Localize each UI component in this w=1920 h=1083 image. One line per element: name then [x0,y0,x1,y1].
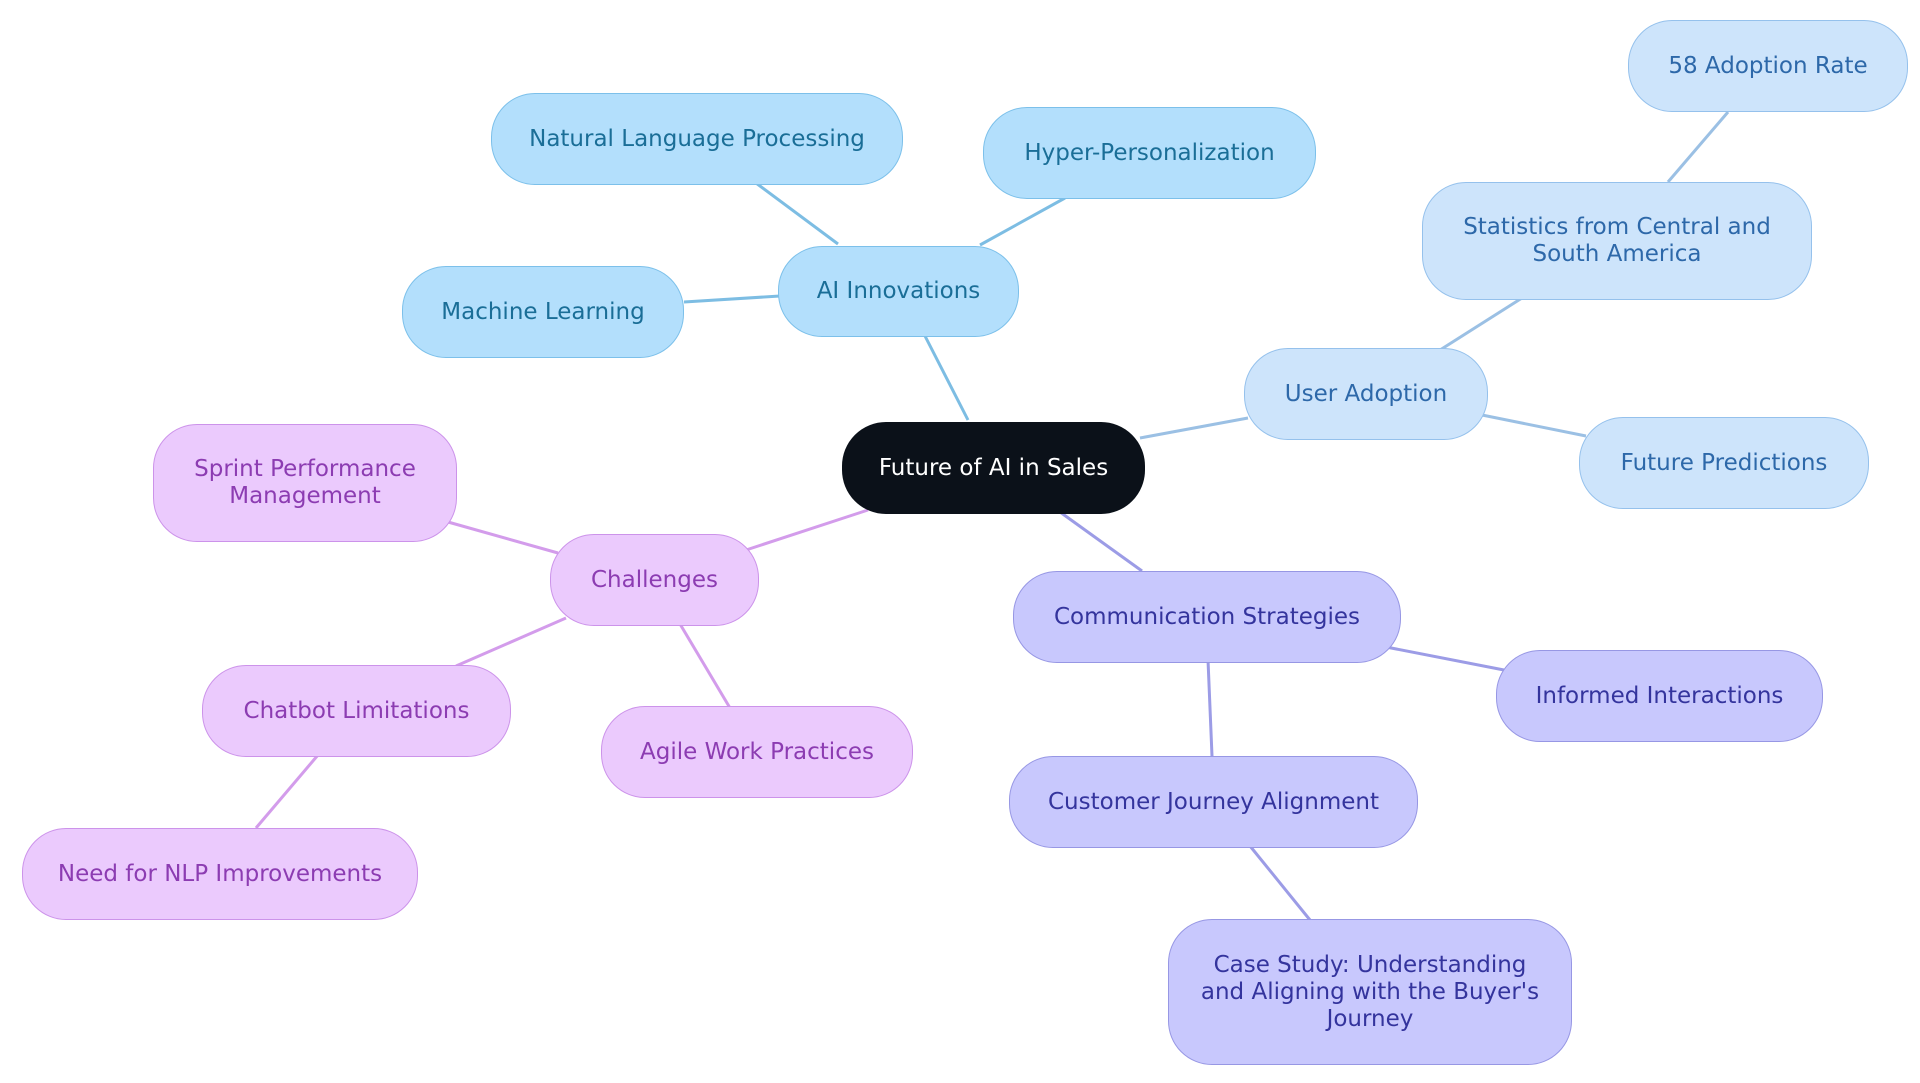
node-informed-interactions[interactable]: Informed Interactions [1496,650,1823,742]
node-informed-interactions-label: Informed Interactions [1535,682,1784,709]
node-adoption-rate[interactable]: 58 Adoption Rate [1628,20,1908,112]
edge-user-adoption-future [1481,413,1587,438]
edge-communication-informed [1385,645,1505,672]
edge-ai-innovations-ml [683,294,781,304]
node-user-adoption[interactable]: User Adoption [1244,348,1488,440]
node-agile-work-practices-label: Agile Work Practices [640,738,874,765]
node-natural-language-processing-label: Natural Language Processing [529,125,865,152]
node-statistics-label: Statistics from Central and South Americ… [1463,214,1771,267]
node-challenges-label: Challenges [591,566,718,593]
node-ai-innovations-label: AI Innovations [816,278,981,304]
node-hyper-personalization-label: Hyper-Personalization [1024,139,1275,166]
node-statistics-central-south-america[interactable]: Statistics from Central and South Americ… [1422,182,1812,300]
node-case-study-label: Case Study: Understanding and Aligning w… [1200,951,1540,1032]
edge-chatbot-nlp-improve [254,754,320,829]
node-chatbot-limitations[interactable]: Chatbot Limitations [202,665,511,757]
edge-communication-journey [1206,659,1214,757]
node-need-for-nlp-improvements[interactable]: Need for NLP Improvements [22,828,418,920]
node-natural-language-processing[interactable]: Natural Language Processing [491,93,903,185]
node-agile-work-practices[interactable]: Agile Work Practices [601,706,913,798]
edge-root-challenges [745,508,869,552]
edge-challenges-sprint [447,520,559,555]
node-sprint-performance-management[interactable]: Sprint Performance Management [153,424,457,542]
node-customer-journey-alignment-label: Customer Journey Alignment [1047,788,1379,815]
node-challenges[interactable]: Challenges [550,534,759,626]
edge-stats-adoption-rate [1666,111,1730,183]
edge-challenges-agile [678,623,732,709]
edge-root-communication [1059,510,1143,573]
node-sprint-performance-management-label: Sprint Performance Management [194,456,416,509]
edge-journey-case-study [1248,845,1312,921]
node-customer-journey-alignment[interactable]: Customer Journey Alignment [1009,756,1418,848]
node-future-predictions[interactable]: Future Predictions [1579,417,1869,509]
node-machine-learning-label: Machine Learning [441,298,645,325]
edge-root-user-adoption [1139,416,1249,440]
node-need-for-nlp-improvements-label: Need for NLP Improvements [57,860,383,887]
edge-root-ai-innovations [923,335,970,421]
node-case-study[interactable]: Case Study: Understanding and Aligning w… [1168,919,1572,1065]
node-adoption-rate-label: 58 Adoption Rate [1668,52,1868,79]
root-node[interactable]: Future of AI in Sales [842,422,1145,514]
node-ai-innovations[interactable]: AI Innovations [778,246,1019,337]
node-communication-strategies[interactable]: Communication Strategies [1013,571,1401,663]
edge-user-adoption-stats [1439,296,1523,352]
node-communication-strategies-label: Communication Strategies [1053,603,1361,630]
root-node-label: Future of AI in Sales [878,454,1109,481]
edge-ai-innovations-nlp [755,181,839,246]
node-chatbot-limitations-label: Chatbot Limitations [243,697,470,724]
node-future-predictions-label: Future Predictions [1620,449,1828,476]
node-machine-learning[interactable]: Machine Learning [402,266,684,358]
node-hyper-personalization[interactable]: Hyper-Personalization [983,107,1316,199]
edge-challenges-chatbot [455,616,567,668]
edge-ai-innovations-hyper [979,196,1066,247]
node-user-adoption-label: User Adoption [1284,380,1448,407]
